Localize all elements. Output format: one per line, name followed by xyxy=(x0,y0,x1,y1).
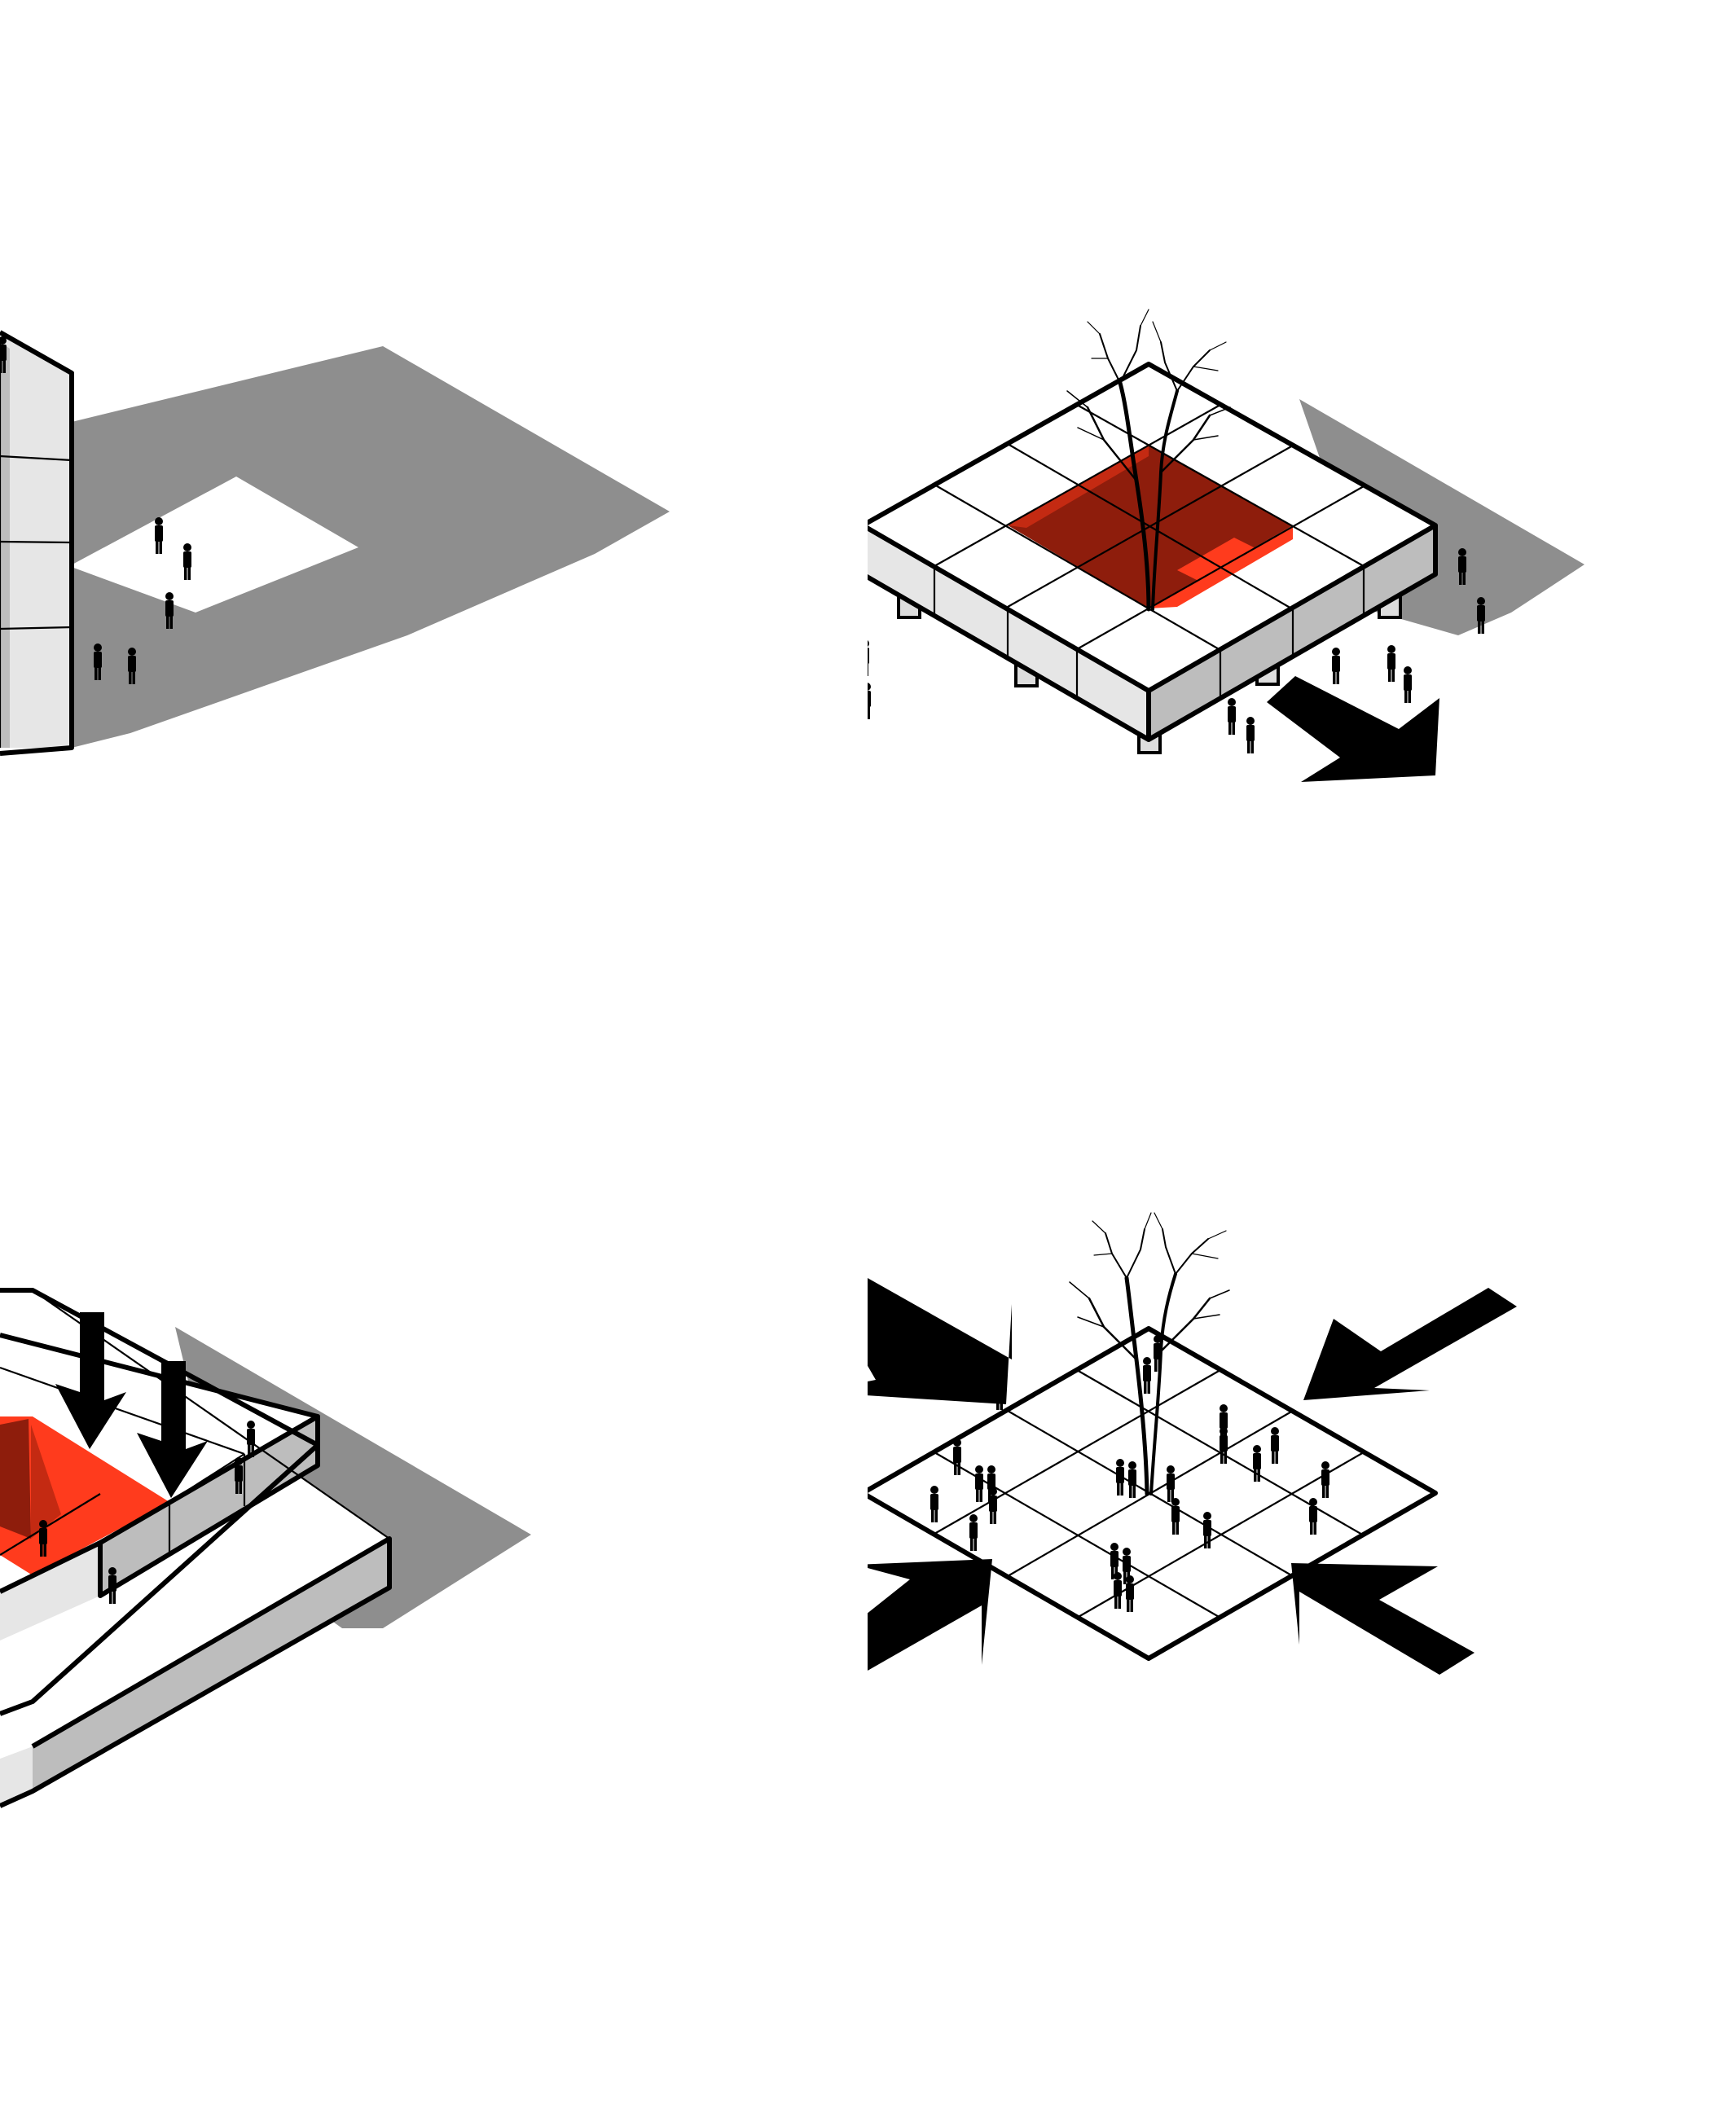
person-figure xyxy=(969,1514,978,1551)
panel-2-drawing xyxy=(868,309,1584,782)
person-figure xyxy=(1128,1461,1136,1498)
person-figure xyxy=(1220,1427,1228,1464)
person-figure xyxy=(165,592,174,629)
person-figure xyxy=(1203,1512,1211,1548)
people-group xyxy=(868,548,1485,753)
person-figure xyxy=(1154,1335,1162,1372)
outgoing-arrow xyxy=(1267,676,1439,782)
incoming-arrow-top-right xyxy=(1303,1288,1517,1400)
person-figure xyxy=(1143,1357,1151,1394)
incoming-arrow-bottom-left xyxy=(868,1559,992,1671)
platform-face-seams xyxy=(933,566,1365,698)
upper-outline xyxy=(0,1333,320,1598)
person-figure xyxy=(995,1373,1004,1410)
tree xyxy=(1066,309,1231,612)
tower-floor-line xyxy=(0,455,73,462)
people-group xyxy=(0,336,191,684)
people-group xyxy=(39,1421,255,1604)
sunlit-opening xyxy=(69,477,358,613)
panel-4-drawing xyxy=(868,1212,1517,1675)
person-figure xyxy=(975,1465,983,1502)
cast-shadow xyxy=(65,346,670,749)
person-figure xyxy=(108,1567,116,1604)
tower-floor-line xyxy=(0,626,73,630)
lower-outline xyxy=(0,1536,392,1808)
person-figure xyxy=(1309,1498,1317,1535)
lower-step-front-right xyxy=(33,1539,389,1791)
inner-frame xyxy=(0,1288,320,1716)
person-figure xyxy=(1321,1461,1329,1498)
person-figure xyxy=(128,648,136,684)
person-figure xyxy=(1404,666,1412,703)
person-figure xyxy=(1171,1498,1180,1535)
down-arrow xyxy=(137,1361,208,1498)
person-figure xyxy=(1167,1465,1175,1502)
person-figure xyxy=(868,683,871,719)
person-figure xyxy=(989,1487,997,1524)
person-figure xyxy=(1126,1575,1134,1612)
person-figure xyxy=(247,1421,255,1457)
courtyard-lit-floor xyxy=(1177,538,1267,586)
panel-1-drawing xyxy=(0,330,670,756)
panel-open-plaza xyxy=(868,1058,1735,2116)
down-arrow xyxy=(55,1312,126,1449)
panel-stepped-plinth xyxy=(0,1058,868,2116)
upper-front-right xyxy=(100,1416,318,1596)
person-figure xyxy=(1332,648,1340,684)
person-figure xyxy=(1246,717,1255,753)
incoming-arrow-top-left xyxy=(868,1278,1012,1404)
upper-front-edge xyxy=(0,1540,102,1594)
tower-outline xyxy=(0,330,74,756)
person-figure xyxy=(94,643,102,680)
courtyard-shadow-wall xyxy=(31,1425,61,1539)
person-figure xyxy=(868,640,869,676)
person-figure xyxy=(1387,645,1395,682)
person-figure xyxy=(1253,1445,1261,1482)
tower-side-face xyxy=(0,332,72,748)
panel-raised-platform xyxy=(868,0,1735,1058)
person-figure xyxy=(1228,698,1236,735)
panel-building-shadow xyxy=(0,0,868,1058)
upper-front-left xyxy=(0,1543,100,1640)
panel-3-drawing xyxy=(0,1288,531,1808)
courtyard-void xyxy=(0,1419,31,1539)
person-figure xyxy=(930,1486,938,1522)
person-figure xyxy=(183,543,191,580)
person-figure xyxy=(1114,1572,1122,1609)
incoming-arrow-bottom-right xyxy=(1291,1563,1475,1675)
person-figure xyxy=(1271,1427,1279,1464)
person-figure xyxy=(1458,548,1466,585)
platform-grid xyxy=(934,404,1365,651)
person-figure xyxy=(1477,597,1485,634)
people-group xyxy=(930,1335,1329,1612)
person-figure xyxy=(39,1520,47,1557)
person-figure xyxy=(953,1438,961,1475)
lower-step-front-left xyxy=(0,1746,33,1806)
person-figure xyxy=(155,517,163,554)
person-figure xyxy=(235,1457,243,1494)
person-figure xyxy=(1116,1459,1124,1496)
tower-shade-face xyxy=(0,342,10,748)
person-figure xyxy=(0,336,7,373)
plaza-outline xyxy=(868,1326,1438,1661)
person-figure xyxy=(983,1354,991,1390)
